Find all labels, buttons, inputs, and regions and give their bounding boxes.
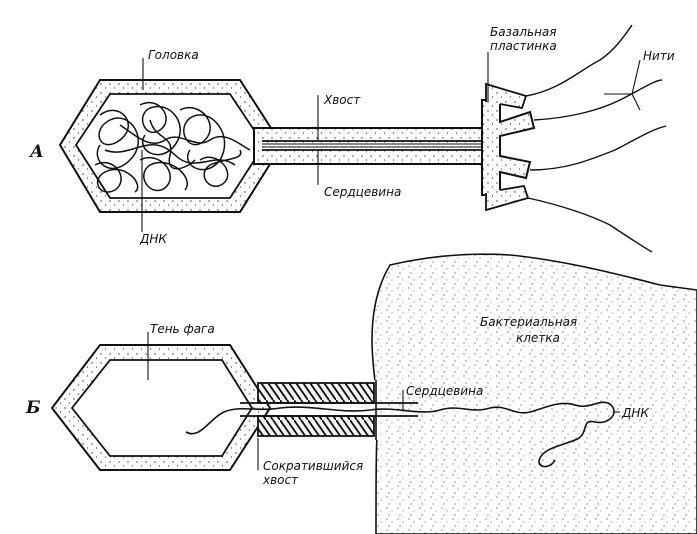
leaders-a [141,52,641,232]
base-plate [481,99,536,196]
panel-b-letter: Б [25,398,41,418]
phage-b [50,344,615,471]
label-core-b: Сердцевина [406,384,483,398]
panel-a-letter: А [28,142,44,162]
label-base-plate-1: Базальная [490,25,556,39]
tail-core [262,140,494,151]
label-bact-1: Бактериальная [480,315,577,329]
label-head: Головка [148,48,199,62]
contracted-sheath-bottom [257,415,375,437]
label-contracted-1: Сократившийся [263,459,363,473]
tail-sheath [253,127,489,165]
phage-a [58,24,667,253]
label-bact-2: клетка [516,331,560,345]
leaders-b [147,332,620,470]
dna-strand-b [185,401,615,468]
label-dna-b: ДНК [621,406,649,420]
tail-fibers [525,24,667,253]
dna-tangle [94,102,251,193]
label-dna-a: ДНК [139,232,167,246]
label-ghost: Тень фага [150,322,215,336]
label-contracted-2: хвост [262,473,299,487]
label-fibers: Нити [643,49,675,63]
contracted-sheath-top [257,382,375,404]
label-base-plate-2: пластинка [490,39,557,53]
core-tube-b [240,402,418,417]
label-core-a: Сердцевина [324,185,401,199]
label-tail: Хвост [323,93,361,107]
ghost-head-inner [70,359,254,457]
